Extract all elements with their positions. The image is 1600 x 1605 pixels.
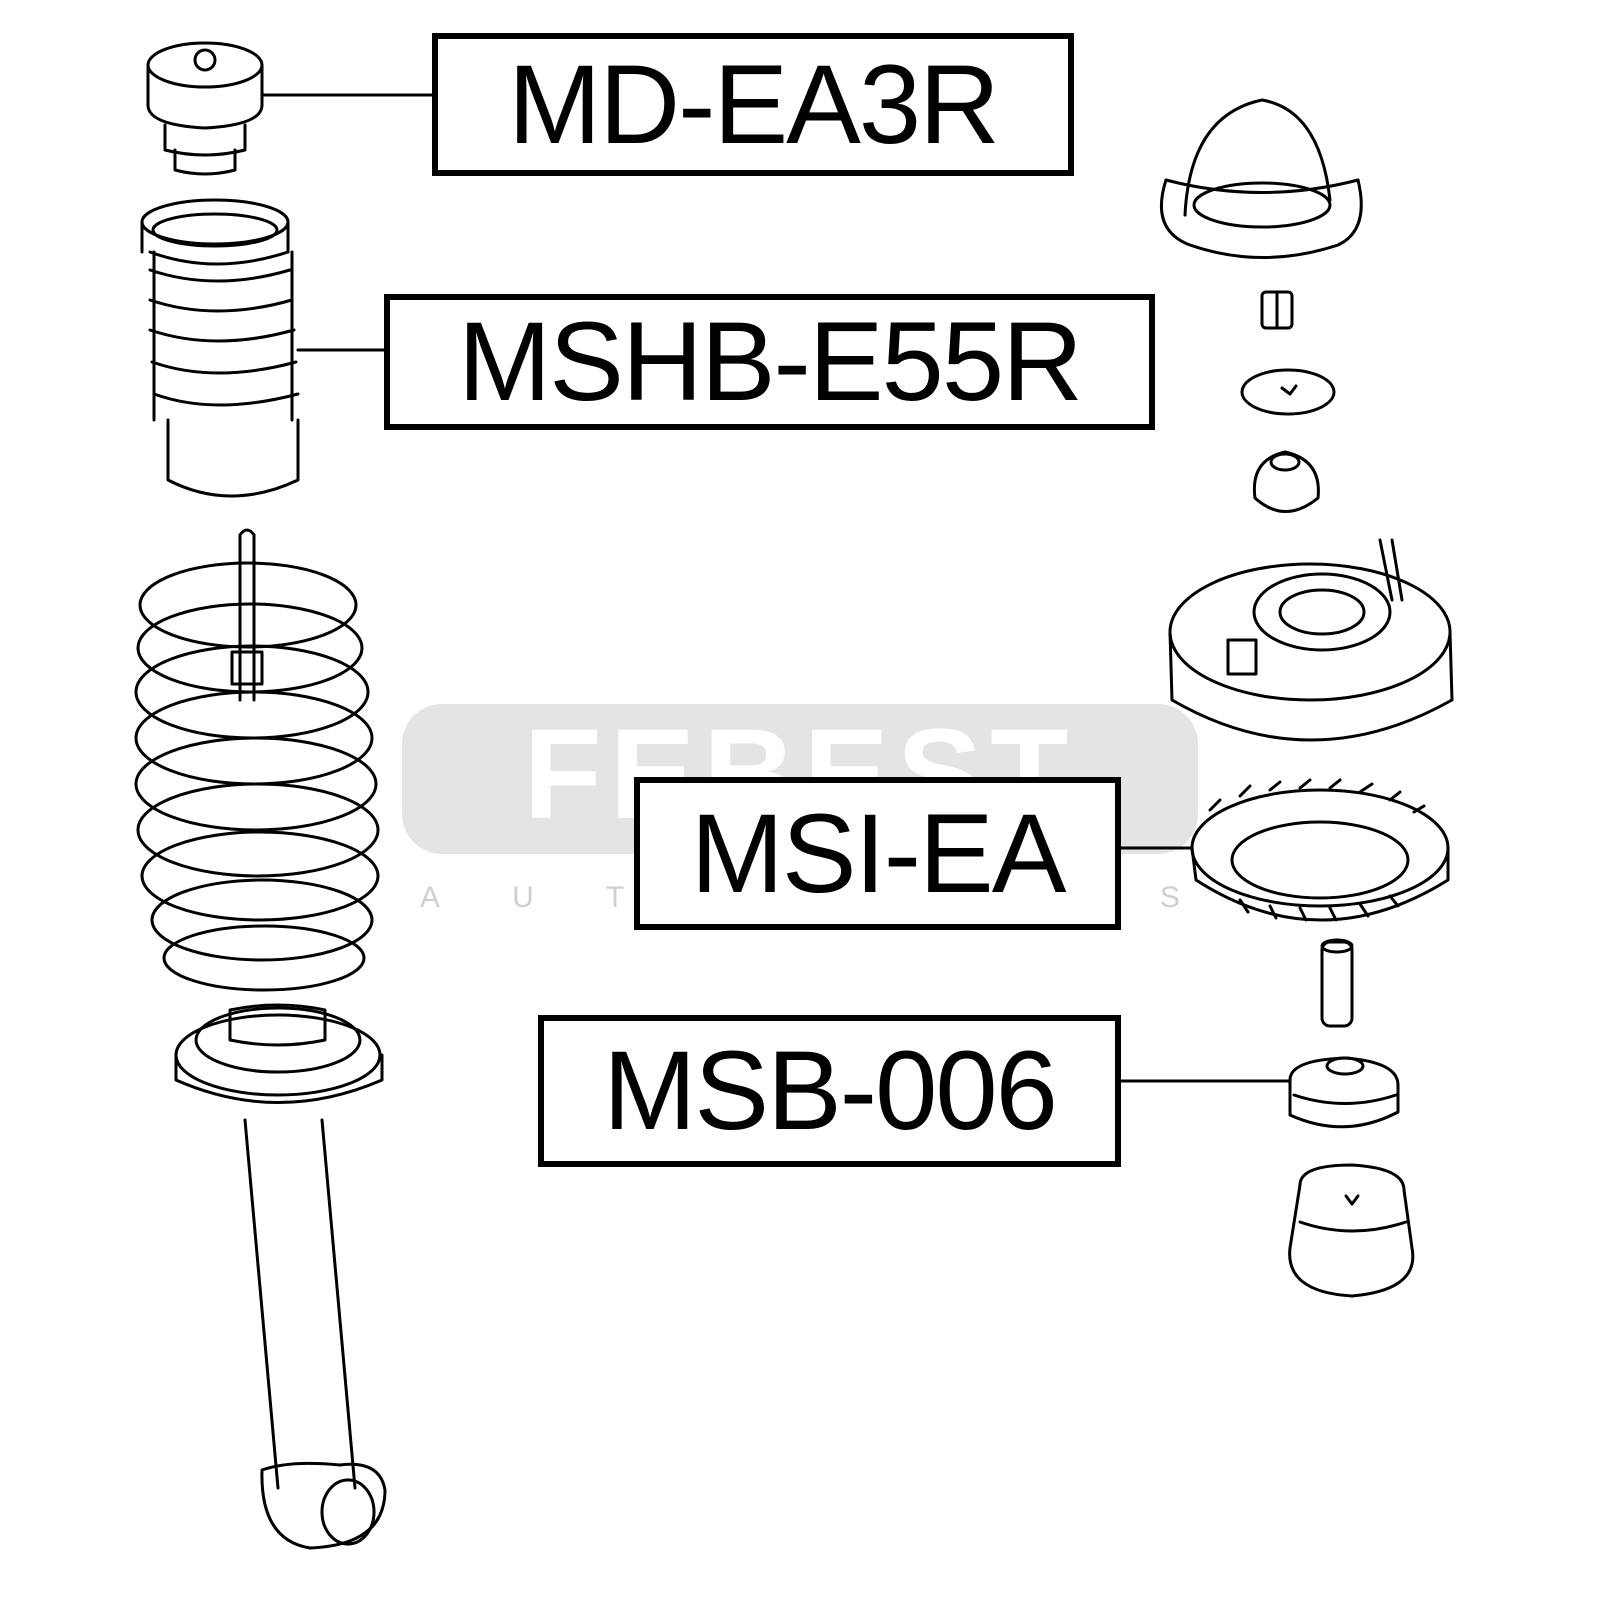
watermark-letter: A: [420, 881, 441, 914]
part-label-msi-ea[interactable]: MSI-EA: [634, 777, 1121, 930]
washer-part: [1240, 368, 1336, 416]
bottom-cup-part: [1288, 1163, 1415, 1298]
nut-part: [1260, 290, 1294, 330]
part-label-md-ea3r[interactable]: MD-EA3R: [432, 33, 1074, 176]
spring-insulator-part: [1190, 778, 1450, 922]
shock-absorber-part: [243, 1118, 387, 1550]
part-label-mshb-e55r[interactable]: MSHB-E55R: [384, 294, 1155, 430]
lower-spring-seat-part: [174, 1003, 384, 1104]
watermark-letter: S: [1159, 881, 1180, 914]
part-label-msb-006[interactable]: MSB-006: [538, 1015, 1121, 1167]
top-mount-cup-part: [1159, 98, 1363, 259]
watermark-letter: U: [512, 881, 534, 914]
bump-stop-part: [146, 41, 264, 176]
strut-mount-part: [1168, 538, 1454, 742]
bolt-part: [1320, 938, 1354, 1028]
dust-boot-part: [140, 198, 300, 498]
watermark-letter: T: [605, 881, 625, 914]
coil-spring-part: [134, 528, 380, 992]
small-bushing-part: [1252, 450, 1320, 513]
strut-bushing-part: [1288, 1056, 1400, 1129]
